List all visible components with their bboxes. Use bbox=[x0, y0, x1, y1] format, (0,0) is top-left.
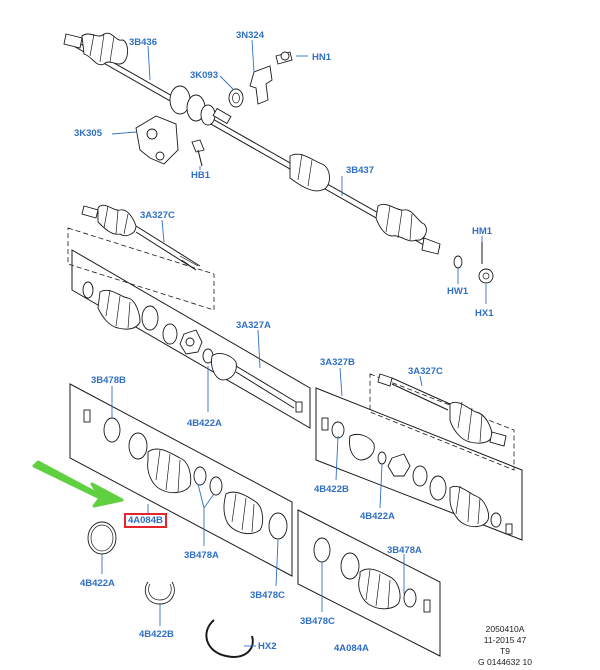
callout-3B436[interactable]: 3B436 bbox=[129, 37, 157, 48]
callout-HN1[interactable]: HN1 bbox=[312, 52, 332, 63]
callout-4A084B[interactable]: 4A084B bbox=[124, 513, 167, 528]
callout-3A327B[interactable]: 3A327B bbox=[320, 357, 355, 368]
callout-HX2[interactable]: HX2 bbox=[258, 641, 277, 652]
kit-4A084A bbox=[297, 509, 441, 657]
callout-3B478B[interactable]: 3B478B bbox=[91, 375, 126, 386]
callout-3B437[interactable]: 3B437 bbox=[346, 165, 374, 176]
callout-3A327C-top[interactable]: 3A327C bbox=[140, 210, 175, 221]
callout-4A084A[interactable]: 4A084A bbox=[334, 643, 369, 654]
diagram-reference-block: 2050410A 11-2015 47 T9 G 0144632 10 bbox=[452, 624, 558, 668]
callout-3A327C-right[interactable]: 3A327C bbox=[408, 366, 443, 377]
kit-4A084B bbox=[69, 383, 293, 577]
callout-3B478A-left[interactable]: 3B478A bbox=[184, 550, 219, 561]
leader-lines bbox=[101, 39, 487, 647]
shaft-3A327C-right bbox=[369, 373, 515, 471]
callout-HB1[interactable]: HB1 bbox=[191, 170, 211, 181]
shaft-assembly-3A327B bbox=[315, 387, 523, 541]
reference-code: 2050410A bbox=[485, 624, 525, 634]
callout-3B478C-left[interactable]: 3B478C bbox=[250, 590, 285, 601]
pointer-arrow bbox=[32, 460, 124, 508]
callout-4B422A-mid[interactable]: 4B422A bbox=[187, 418, 222, 429]
reference-date: 11-2015 47 bbox=[483, 635, 527, 645]
callout-4B422A-right[interactable]: 4B422A bbox=[360, 511, 395, 522]
reference-model: T9 bbox=[500, 646, 510, 656]
callout-3N324[interactable]: 3N324 bbox=[236, 30, 264, 41]
callout-3A327A[interactable]: 3A327A bbox=[236, 320, 271, 331]
reference-graphic-id: G 0144632 10 bbox=[478, 657, 532, 667]
callout-HM1[interactable]: HM1 bbox=[472, 226, 493, 237]
callout-4B422A-low[interactable]: 4B422A bbox=[80, 578, 115, 589]
shaft-assembly-3A327A bbox=[71, 249, 311, 429]
callout-4B422B-mid[interactable]: 4B422B bbox=[314, 484, 349, 495]
callout-4B422B-low[interactable]: 4B422B bbox=[139, 629, 174, 640]
upper-intermediate-shaft bbox=[63, 32, 441, 255]
callout-3K305[interactable]: 3K305 bbox=[74, 128, 102, 139]
callout-3B478C-right[interactable]: 3B478C bbox=[300, 616, 335, 627]
callout-HX1[interactable]: HX1 bbox=[475, 308, 494, 319]
callout-3B478A-right[interactable]: 3B478A bbox=[387, 545, 422, 556]
shaft-3A327C-left bbox=[67, 204, 215, 311]
callout-HW1[interactable]: HW1 bbox=[447, 286, 469, 297]
right-fasteners bbox=[453, 242, 494, 284]
callout-3K093[interactable]: 3K093 bbox=[190, 70, 218, 81]
